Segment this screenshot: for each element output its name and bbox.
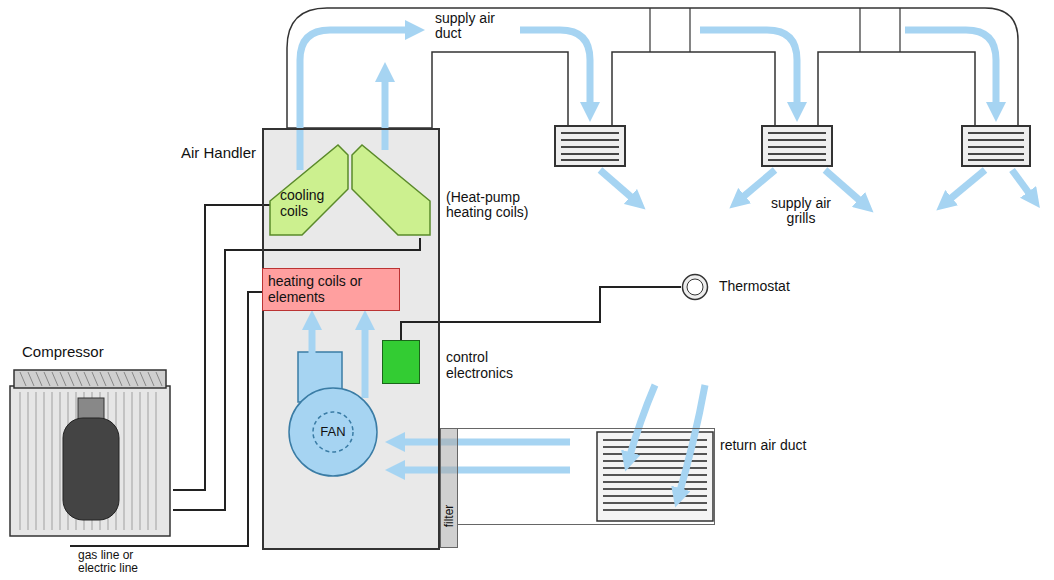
unit-top-grille xyxy=(14,370,166,388)
cooling-fin xyxy=(148,392,149,530)
cooling-fin xyxy=(28,392,29,530)
grille-slat xyxy=(68,372,74,386)
line-label: gas line or electric line xyxy=(78,549,170,575)
dial-inner xyxy=(687,279,703,295)
fan-wheel xyxy=(289,388,377,476)
grille-slat xyxy=(76,372,82,386)
supply-duct xyxy=(287,8,1018,128)
grille-slat xyxy=(92,372,98,386)
grille-slat xyxy=(84,372,90,386)
box-label: control electronics xyxy=(446,349,538,381)
dial-outer xyxy=(683,275,708,300)
label-anchor: supply air grills xyxy=(765,196,837,227)
refrigerant-line xyxy=(173,238,420,510)
box-heading: Air Handler xyxy=(168,144,256,161)
duct-label: supply air duct xyxy=(435,11,509,42)
thermostat: Thermostat xyxy=(681,273,811,301)
cooling-fin xyxy=(60,392,61,530)
supply-grille xyxy=(762,126,832,166)
supply-grille xyxy=(555,126,625,166)
label-anchor: (Heat-pump heating coils) xyxy=(446,190,558,221)
grille-slat xyxy=(116,372,122,386)
grille-slat xyxy=(140,372,146,386)
grille-slat xyxy=(124,372,130,386)
box-label: heating coils or elements xyxy=(263,273,399,305)
cooling-fin xyxy=(20,392,21,530)
air-handler-box: Air Handlercooling coilsheating coils or… xyxy=(262,128,440,550)
coil-limb xyxy=(352,145,430,235)
label-anchor: supply air duct xyxy=(435,11,509,42)
connector-wire xyxy=(173,205,270,490)
cooling-coil: cooling coils xyxy=(268,143,432,237)
grille-slat xyxy=(52,372,58,386)
cooling-fin xyxy=(36,392,37,530)
control-board xyxy=(382,340,420,384)
compressor-drawing xyxy=(8,368,173,538)
fan-circle: FAN xyxy=(288,387,378,477)
grille-slat xyxy=(28,372,34,386)
thermostat-label: Thermostat xyxy=(719,278,849,294)
grille-slat xyxy=(132,372,138,386)
control-electronics: control electronics xyxy=(382,340,542,384)
grille-slat xyxy=(100,372,106,386)
label-anchor: gas line or electric line xyxy=(78,549,170,575)
unit-label: Compressor xyxy=(22,343,187,360)
cooling-fin xyxy=(140,392,141,530)
grille-slat xyxy=(148,372,154,386)
fan-label: FAN xyxy=(288,425,378,440)
filter-band: filter xyxy=(440,428,458,548)
supply-grille xyxy=(962,126,1030,166)
grille-slat xyxy=(108,372,114,386)
coil-limb xyxy=(270,145,348,235)
air-handler-cabinet xyxy=(262,128,440,550)
return-duct: return air duct xyxy=(457,428,715,525)
thermostat-dial xyxy=(681,273,709,301)
cooling-fin xyxy=(44,392,45,530)
unit-body xyxy=(10,386,170,536)
compressor-cylinder xyxy=(63,418,119,520)
grille-slat xyxy=(156,372,162,386)
grille-slat xyxy=(60,372,66,386)
grille-label: supply air grills xyxy=(765,196,837,227)
compressor-unit: Compressor xyxy=(8,343,173,538)
cooling-fin xyxy=(132,392,133,530)
grille-slat xyxy=(36,372,42,386)
grille-slat xyxy=(20,372,26,386)
duct-label: return air duct xyxy=(720,437,810,453)
connector-wire xyxy=(401,287,681,340)
grille-slat xyxy=(44,372,50,386)
cooling-fin xyxy=(156,392,157,530)
coil-label: cooling coils xyxy=(280,187,344,219)
filter-label: filter xyxy=(441,496,457,536)
heating-element-box: heating coils or elements xyxy=(262,268,400,311)
cooling-fin xyxy=(124,392,125,530)
coil-note: (Heat-pump heating coils) xyxy=(446,190,558,221)
cooling-fin xyxy=(52,392,53,530)
